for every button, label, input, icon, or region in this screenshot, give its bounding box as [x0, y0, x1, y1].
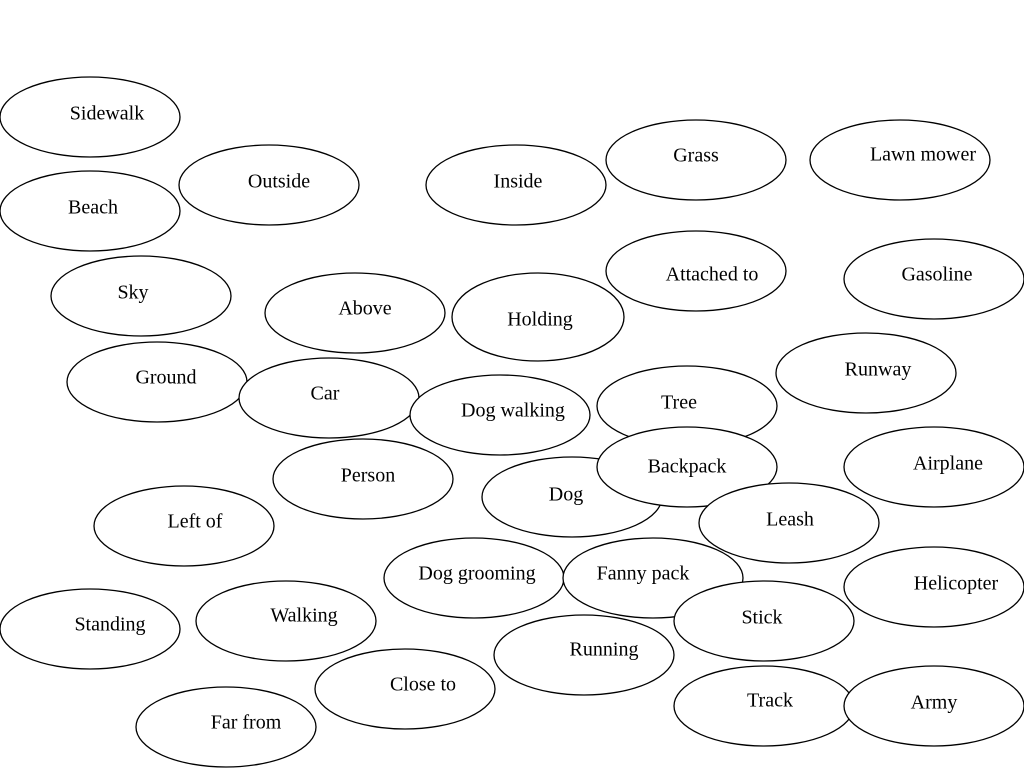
- node-label: Track: [747, 690, 793, 712]
- node-ellipse: [178, 144, 360, 226]
- node-running: Running: [493, 614, 675, 696]
- node-track: Track: [673, 665, 855, 747]
- node-ellipse: [605, 119, 787, 201]
- node-label: Helicopter: [914, 573, 999, 595]
- node-runway: Runway: [775, 332, 957, 414]
- node-ellipse: [809, 119, 991, 201]
- node-label: Above: [338, 298, 391, 320]
- node-close-to: Close to: [314, 648, 496, 730]
- node-standing: Standing: [0, 588, 181, 670]
- node-label: Outside: [248, 171, 310, 193]
- node-ellipse: [775, 332, 957, 414]
- node-label: Walking: [270, 605, 337, 627]
- node-ellipse: [843, 665, 1024, 747]
- node-ellipse: [843, 426, 1024, 508]
- node-label: Person: [341, 465, 395, 487]
- node-label: Inside: [494, 171, 543, 193]
- node-label: Beach: [68, 197, 118, 219]
- node-label: Stick: [741, 607, 782, 629]
- node-outside: Outside: [178, 144, 360, 226]
- node-ellipse: [0, 76, 181, 158]
- node-label: Runway: [845, 359, 912, 381]
- node-gasoline: Gasoline: [843, 238, 1024, 320]
- node-ellipse: [493, 614, 675, 696]
- node-label: Holding: [507, 309, 573, 331]
- node-helicopter: Helicopter: [843, 546, 1024, 628]
- node-walking: Walking: [195, 580, 377, 662]
- node-ellipse: [425, 144, 607, 226]
- node-left-of: Left of: [93, 485, 275, 567]
- node-ellipse: [0, 588, 181, 670]
- node-ellipse: [264, 272, 446, 354]
- node-army: Army: [843, 665, 1024, 747]
- node-sidewalk: Sidewalk: [0, 76, 181, 158]
- node-label: Fanny pack: [597, 563, 690, 585]
- node-ellipse: [314, 648, 496, 730]
- node-ground: Ground: [66, 341, 248, 423]
- node-label: Car: [311, 383, 340, 405]
- node-far-from: Far from: [135, 686, 317, 768]
- node-ellipse: [195, 580, 377, 662]
- node-grass: Grass: [605, 119, 787, 201]
- node-ellipse: [135, 686, 317, 768]
- node-label: Dog: [549, 484, 583, 506]
- node-label: Grass: [673, 145, 719, 167]
- node-ellipse: [843, 238, 1024, 320]
- node-beach: Beach: [0, 170, 181, 252]
- node-label: Far from: [211, 712, 282, 734]
- node-label: Army: [911, 692, 958, 714]
- node-label: Ground: [135, 367, 196, 389]
- node-ellipse: [843, 546, 1024, 628]
- node-person: Person: [272, 438, 454, 520]
- node-label: Backpack: [648, 456, 727, 478]
- node-ellipse: [605, 230, 787, 312]
- node-label: Dog walking: [461, 400, 565, 422]
- node-ellipse: [698, 482, 880, 564]
- node-leash: Leash: [698, 482, 880, 564]
- node-label: Left of: [168, 511, 223, 533]
- node-ellipse: [673, 580, 855, 662]
- node-ellipse: [50, 255, 232, 337]
- node-attached-to: Attached to: [605, 230, 787, 312]
- node-ellipse: [272, 438, 454, 520]
- node-backpack: Backpack: [596, 426, 778, 508]
- node-ellipse: [409, 374, 591, 456]
- node-car: Car: [238, 357, 420, 439]
- node-dog-grooming: Dog grooming: [383, 537, 565, 619]
- node-stick: Stick: [673, 580, 855, 662]
- node-above: Above: [264, 272, 446, 354]
- node-label: Standing: [74, 614, 145, 636]
- node-label: Leash: [766, 509, 814, 531]
- node-holding: Holding: [451, 272, 625, 362]
- node-lawn-mower: Lawn mower: [809, 119, 991, 201]
- node-inside: Inside: [425, 144, 607, 226]
- node-ellipse: [451, 272, 625, 362]
- node-label: Gasoline: [901, 264, 972, 286]
- node-label: Running: [570, 639, 639, 661]
- node-ellipse: [0, 170, 181, 252]
- node-label: Airplane: [913, 453, 983, 475]
- node-label: Dog grooming: [418, 563, 535, 585]
- node-label: Attached to: [666, 264, 759, 286]
- node-label: Sky: [117, 282, 148, 304]
- node-ellipse: [93, 485, 275, 567]
- node-sky: Sky: [50, 255, 232, 337]
- node-ellipse: [596, 426, 778, 508]
- node-label: Tree: [661, 392, 697, 414]
- node-airplane: Airplane: [843, 426, 1024, 508]
- node-dog-walking: Dog walking: [409, 374, 591, 456]
- node-label: Lawn mower: [870, 144, 976, 166]
- node-label: Close to: [390, 674, 456, 696]
- node-label: Sidewalk: [70, 103, 144, 125]
